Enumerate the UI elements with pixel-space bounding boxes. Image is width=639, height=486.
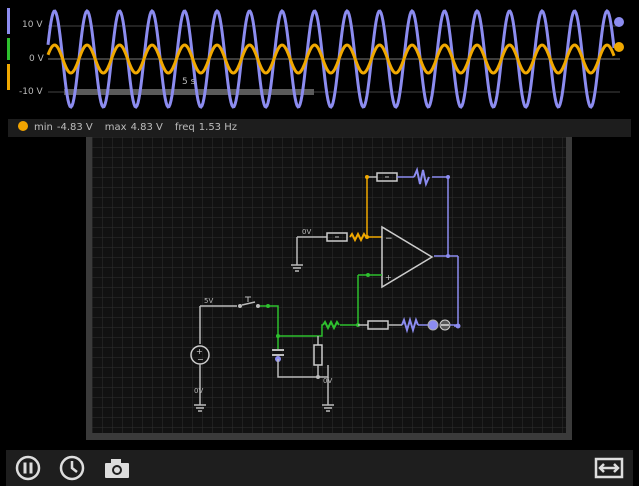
bottom-toolbar bbox=[6, 450, 633, 486]
source-top-voltage: 5V bbox=[204, 297, 213, 305]
timebase-bar[interactable] bbox=[64, 89, 314, 95]
expand-horizontal-icon bbox=[594, 457, 624, 479]
channel-indicator-orange[interactable] bbox=[7, 64, 10, 90]
source-path[interactable]: + − 5V 0V bbox=[190, 296, 279, 412]
channel-indicator-green[interactable] bbox=[7, 38, 10, 60]
clock-icon bbox=[59, 455, 85, 481]
opamp-plus-label: + bbox=[385, 273, 392, 282]
bottom-ground-voltage: 0V bbox=[323, 377, 332, 385]
switch[interactable] bbox=[241, 301, 256, 306]
load-diode[interactable] bbox=[427, 319, 439, 331]
opamp-minus-label: − bbox=[385, 234, 393, 244]
ground-voltage-label: 0V bbox=[302, 228, 311, 236]
svg-text:−: − bbox=[197, 355, 204, 364]
max-label: max bbox=[104, 122, 127, 133]
pause-button[interactable] bbox=[14, 454, 44, 482]
input-resistor[interactable] bbox=[326, 232, 348, 242]
y-tick-mid: 0 V bbox=[29, 54, 44, 64]
source-bottom-voltage: 0V bbox=[194, 387, 203, 395]
oscilloscope: 10 V 0 V -10 V 5 s bbox=[0, 0, 639, 118]
pause-icon bbox=[15, 455, 41, 481]
min-label: min bbox=[34, 122, 53, 133]
probe-color-dot bbox=[18, 121, 28, 131]
input-trace bbox=[46, 8, 616, 109]
inverting-input-path[interactable]: 0V bbox=[291, 175, 382, 272]
timebase-label: 5 s bbox=[182, 77, 196, 87]
y-tick-top: 10 V bbox=[22, 20, 43, 30]
circuit-board[interactable]: 0V − + bbox=[92, 137, 566, 433]
feedback-path[interactable] bbox=[367, 166, 461, 329]
min-value: -4.83 V bbox=[56, 122, 93, 133]
load-inductor[interactable] bbox=[401, 316, 419, 334]
rc-to-ground[interactable]: 0V bbox=[272, 336, 334, 412]
timing-button[interactable] bbox=[58, 454, 88, 482]
circuit-canvas[interactable]: 0V − + bbox=[92, 137, 566, 433]
freq-value: 1.53 Hz bbox=[198, 122, 237, 133]
svg-text:+: + bbox=[196, 347, 203, 356]
y-tick-bottom: -10 V bbox=[19, 87, 43, 97]
snapshot-button[interactable] bbox=[102, 454, 132, 482]
freq-label: freq bbox=[174, 122, 195, 133]
max-value: 4.83 V bbox=[130, 122, 163, 133]
output-trace bbox=[46, 43, 616, 75]
probe-marker-blue[interactable] bbox=[614, 17, 624, 27]
feedback-inductor[interactable] bbox=[413, 166, 430, 188]
channel-indicator-blue[interactable] bbox=[7, 8, 10, 34]
oscilloscope-plot bbox=[7, 8, 624, 109]
input-resistor-zigzag[interactable] bbox=[349, 231, 367, 243]
expand-button[interactable] bbox=[594, 454, 624, 482]
opamp[interactable]: − + bbox=[381, 225, 434, 289]
green-resistor[interactable] bbox=[322, 319, 340, 331]
probe-marker-orange[interactable] bbox=[614, 42, 624, 52]
output-load-path[interactable] bbox=[358, 316, 458, 334]
camera-icon bbox=[105, 459, 129, 478]
